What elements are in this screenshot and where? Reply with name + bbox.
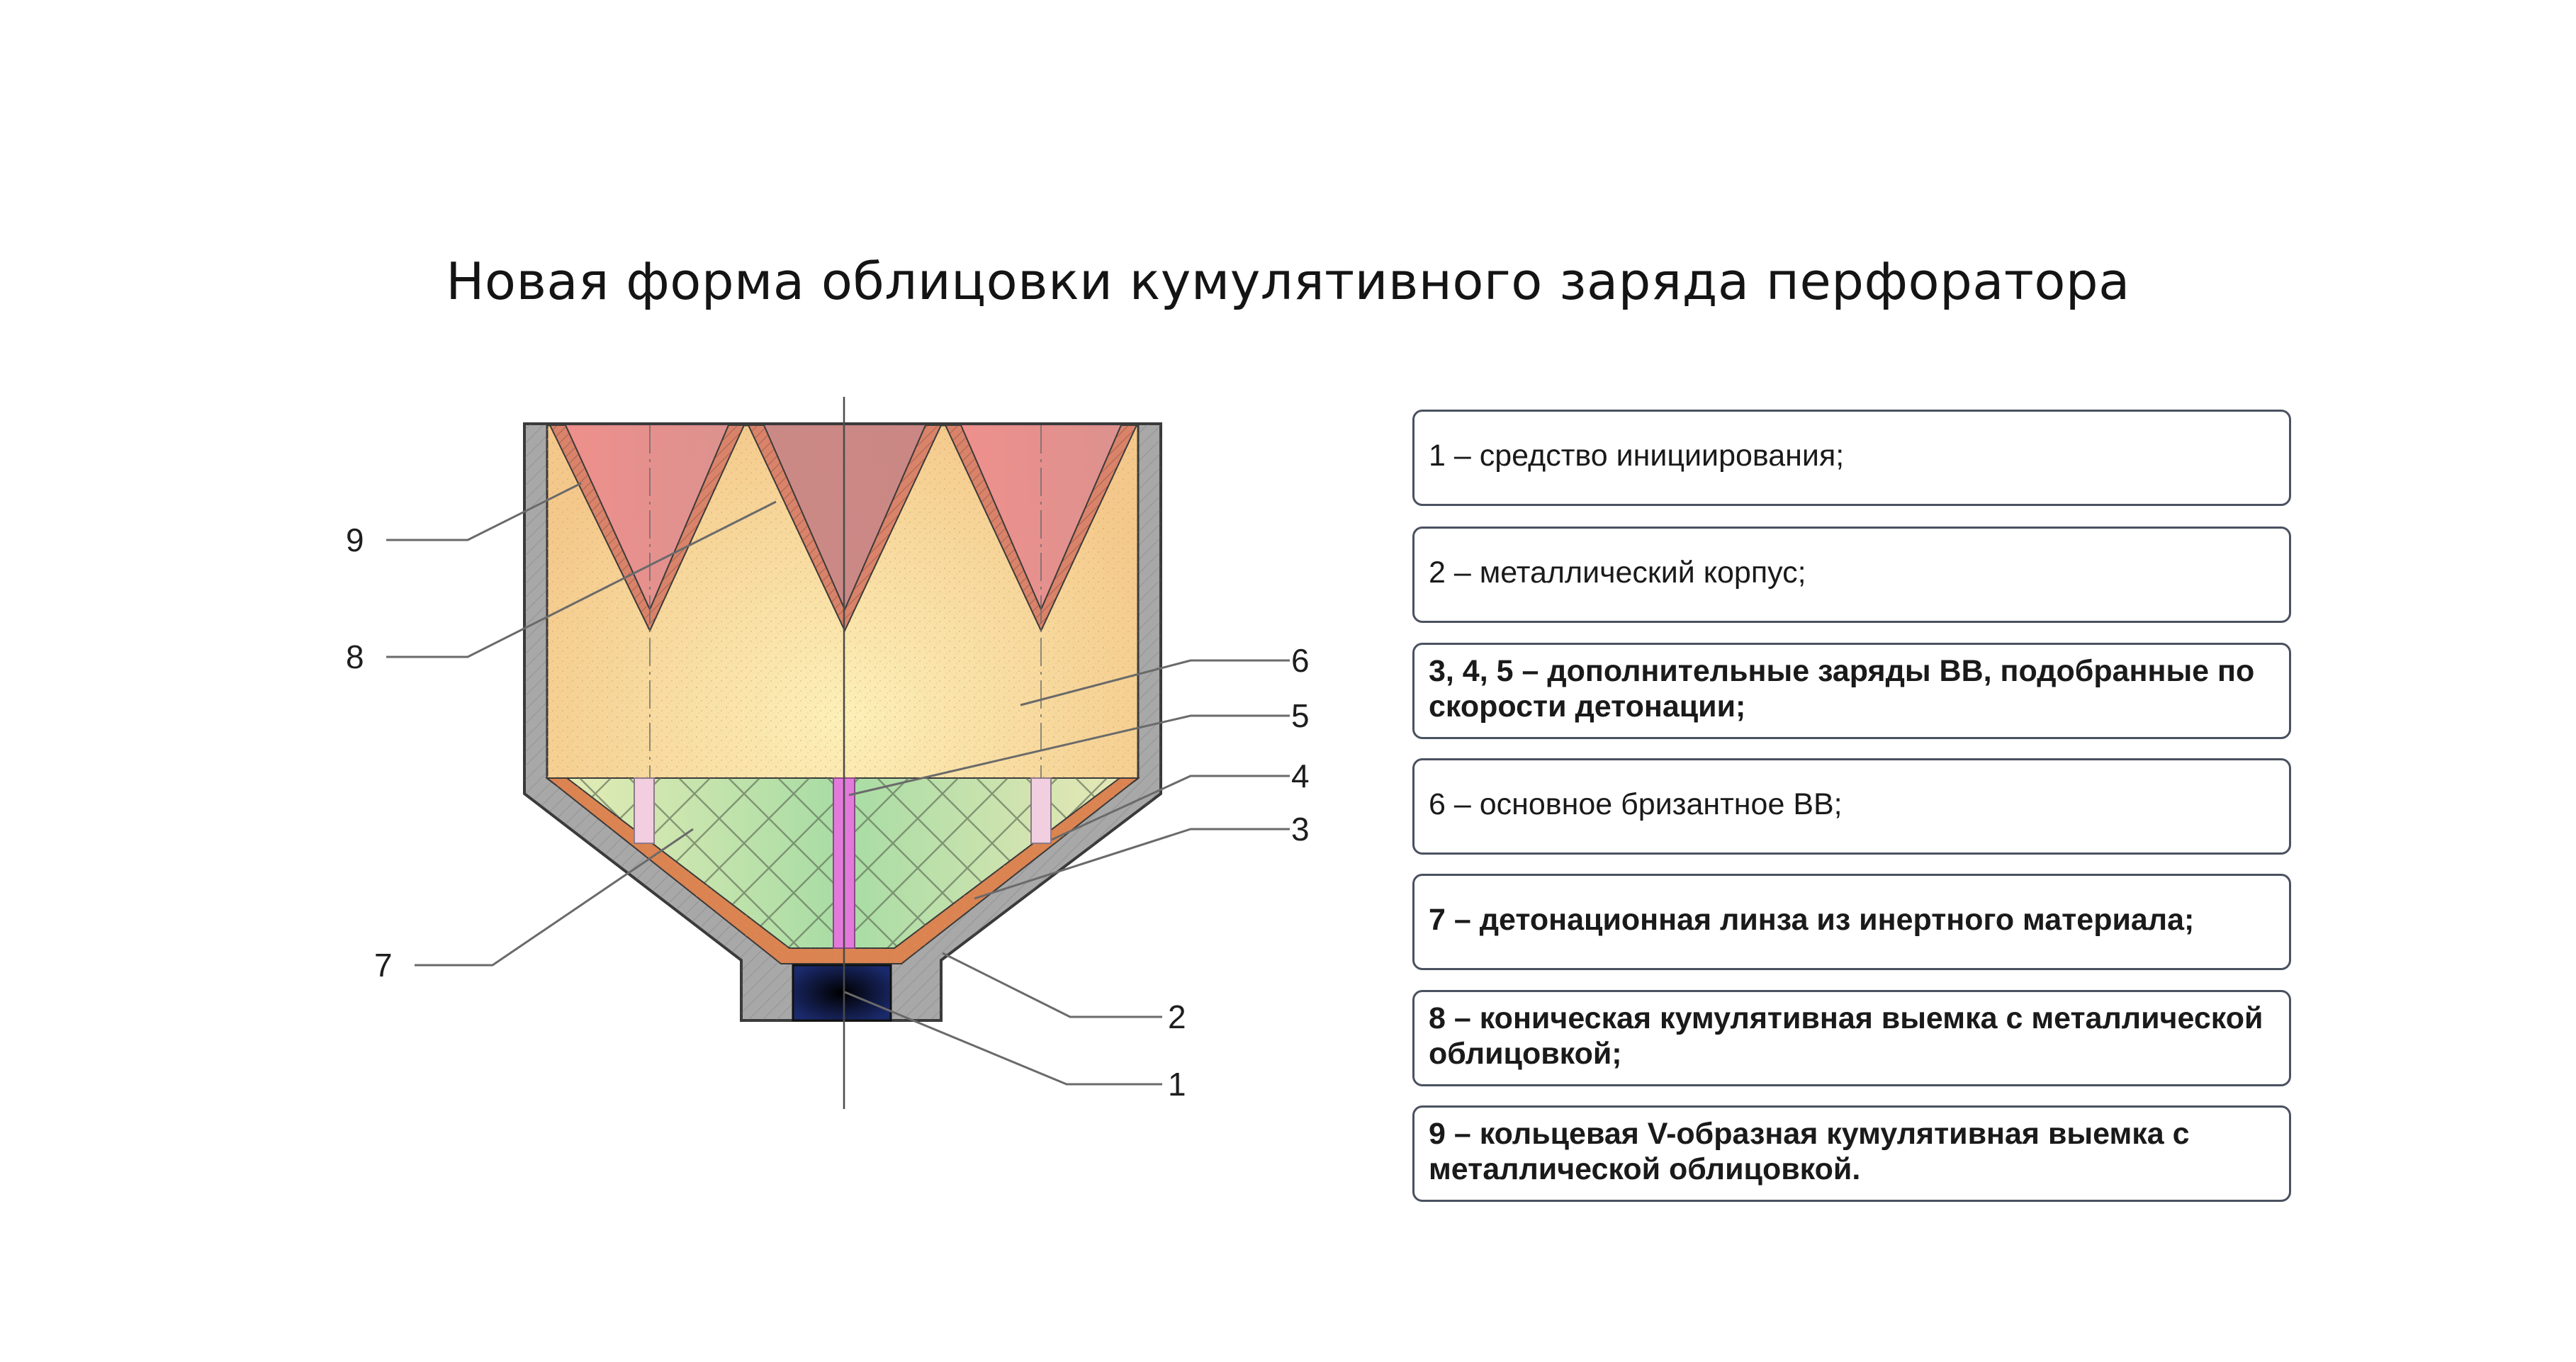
leader-6 [1020, 659, 1290, 707]
side-booster-right [1030, 777, 1052, 844]
legend-text: 9 – кольцевая V-образная кумулятивная вы… [1429, 1117, 2190, 1186]
leader-4 [1051, 775, 1290, 841]
legend-text: 1 – средство инициирования; [1429, 439, 1845, 473]
legend-item-6: 6 – основное бризантное ВВ; [1412, 758, 2291, 855]
callout-8: 8 [346, 638, 364, 675]
leader-1 [844, 991, 1162, 1086]
legend-item-8: 8 – коническая кумулятивная выемка с мет… [1412, 990, 2291, 1086]
legend-item-3-4-5: 3, 4, 5 – дополнительные заряды ВВ, подо… [1412, 643, 2291, 739]
callout-7: 7 [374, 947, 393, 984]
leader-7 [415, 828, 694, 967]
callout-1: 1 [1168, 1066, 1186, 1103]
legend-item-1: 1 – средство инициирования; [1412, 410, 2291, 506]
detonator-1 [792, 964, 892, 1022]
legend-text: 3, 4, 5 – дополнительные заряды ВВ, подо… [1429, 654, 2255, 724]
callout-3: 3 [1291, 811, 1310, 848]
leader-9 [386, 482, 582, 541]
callout-5: 5 [1291, 697, 1310, 734]
leader-8 [386, 500, 777, 658]
page-title: Новая форма облицовки кумулятивного заря… [446, 252, 2130, 311]
leader-2 [942, 952, 1162, 1018]
callout-2: 2 [1168, 998, 1186, 1035]
legend-item-2: 2 – металлический корпус; [1412, 527, 2291, 623]
callout-9: 9 [346, 522, 364, 558]
liner-cone-left [550, 425, 744, 629]
legend-text: 7 – детонационная линза из инертного мат… [1429, 903, 2195, 937]
legend-item-9: 9 – кольцевая V-образная кумулятивная вы… [1412, 1105, 2291, 1202]
callout-4: 4 [1291, 758, 1310, 794]
side-booster-left [634, 777, 655, 844]
legend-text: 2 – металлический корпус; [1429, 556, 1806, 590]
legend-text: 8 – коническая кумулятивная выемка с мет… [1429, 1001, 2263, 1071]
leader-5 [848, 714, 1290, 797]
legend-item-7: 7 – детонационная линза из инертного мат… [1412, 874, 2291, 970]
legend-text: 6 – основное бризантное ВВ; [1429, 787, 1843, 821]
callout-6: 6 [1291, 642, 1310, 679]
leader-3 [974, 828, 1290, 900]
